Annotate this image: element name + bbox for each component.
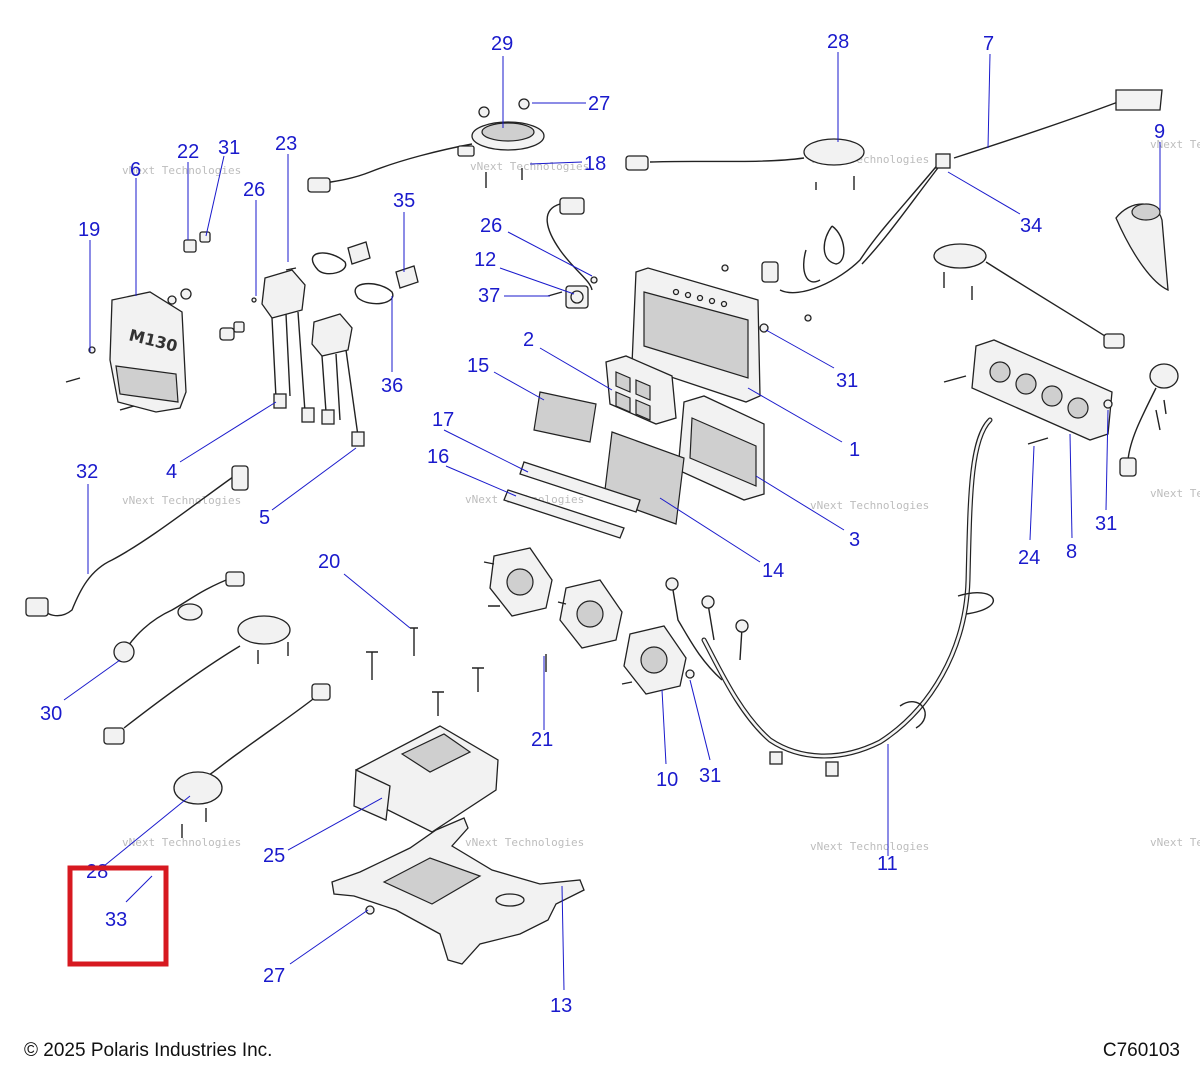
fastener-parts [65, 231, 257, 411]
callout-26[interactable]: 26 [243, 179, 265, 201]
callout-33[interactable]: 33 [105, 909, 127, 931]
horn-part [1115, 203, 1169, 292]
callout-13[interactable]: 13 [550, 995, 572, 1017]
callout-17[interactable]: 17 [432, 409, 454, 431]
copyright-text: © 2025 Polaris Industries Inc. [24, 1040, 273, 1061]
callout-8[interactable]: 8 [1066, 541, 1077, 563]
line-art: M130 [25, 89, 1179, 965]
switch-panel-part [605, 355, 677, 425]
callout-27[interactable]: 27 [588, 93, 610, 115]
callouts: 29 27 28 7 9 22 31 6 23 26 18 34 19 35 2… [40, 31, 1165, 1017]
callout-15[interactable]: 15 [467, 355, 489, 377]
callout-26[interactable]: 26 [480, 215, 502, 237]
sensor-29-part [307, 98, 545, 193]
callout-30[interactable]: 30 [40, 703, 62, 725]
callout-35[interactable]: 35 [393, 190, 415, 212]
callout-19[interactable]: 19 [78, 219, 100, 241]
callout-5[interactable]: 5 [259, 507, 270, 529]
callout-31[interactable]: 31 [1095, 513, 1117, 535]
watermark: vNext Technologies [122, 494, 241, 507]
callout-11[interactable]: 11 [877, 853, 898, 875]
watermark: vNext Technologies [465, 836, 584, 849]
ecu-part [353, 725, 499, 833]
callout-20[interactable]: 20 [318, 551, 340, 573]
right-sensor-parts [933, 243, 1179, 477]
callout-27[interactable]: 27 [263, 965, 285, 987]
callout-31[interactable]: 31 [218, 137, 240, 159]
callout-18[interactable]: 18 [584, 153, 606, 175]
highlight-box [67, 865, 169, 967]
callout-36[interactable]: 36 [381, 375, 403, 397]
callout-7[interactable]: 7 [983, 33, 994, 55]
switch-block-8-part [943, 339, 1113, 445]
screw-parts [285, 267, 563, 297]
watermark: vNext Technologies [1150, 138, 1200, 151]
callout-10[interactable]: 10 [656, 769, 678, 791]
callout-37[interactable]: 37 [478, 285, 500, 307]
main-harness-11-part [665, 417, 994, 777]
leader-lines [63, 52, 1161, 991]
callout-2[interactable]: 2 [523, 329, 534, 351]
bracket-part [331, 817, 585, 965]
callout-31[interactable]: 31 [836, 370, 858, 392]
callout-24[interactable]: 24 [1018, 547, 1040, 569]
callout-23[interactable]: 23 [275, 133, 297, 155]
watermark: vNext Technologies [122, 164, 241, 177]
callout-31[interactable]: 31 [699, 765, 721, 787]
callout-9[interactable]: 9 [1154, 121, 1165, 143]
m130-cover-part: M130 [109, 291, 187, 413]
callout-21[interactable]: 21 [531, 729, 553, 751]
relay-harness-parts [261, 241, 419, 447]
watermark: vNext Technologies [122, 836, 241, 849]
callout-16[interactable]: 16 [427, 446, 449, 468]
callout-34[interactable]: 34 [1020, 215, 1042, 237]
bolt-parts [366, 627, 547, 716]
callout-22[interactable]: 22 [177, 141, 199, 163]
battery-switch-parts [483, 547, 695, 695]
callout-12[interactable]: 12 [474, 249, 496, 271]
callout-4[interactable]: 4 [166, 461, 177, 483]
left-harness-parts [25, 465, 331, 838]
watermark: vNext Technologies [1150, 836, 1200, 849]
callout-14[interactable]: 14 [762, 560, 784, 582]
callout-3[interactable]: 3 [849, 529, 860, 551]
watermark: vNext Technologies [810, 499, 929, 512]
callout-28[interactable]: 28 [827, 31, 849, 53]
callout-25[interactable]: 25 [263, 845, 285, 867]
callout-1[interactable]: 1 [849, 439, 860, 461]
callout-6[interactable]: 6 [130, 159, 141, 181]
callout-32[interactable]: 32 [76, 461, 98, 483]
diagram-code: C760103 [1102, 1040, 1180, 1061]
callout-29[interactable]: 29 [491, 33, 513, 55]
display-part [631, 267, 769, 403]
callout-28[interactable]: 28 [86, 861, 108, 883]
connector-12-part [546, 197, 598, 309]
watermark: vNext Technologies [810, 840, 929, 853]
keypad-part [677, 395, 765, 501]
sensor-28-harness-7-part [625, 89, 1163, 322]
watermark: vNext Technologies [1150, 487, 1200, 500]
